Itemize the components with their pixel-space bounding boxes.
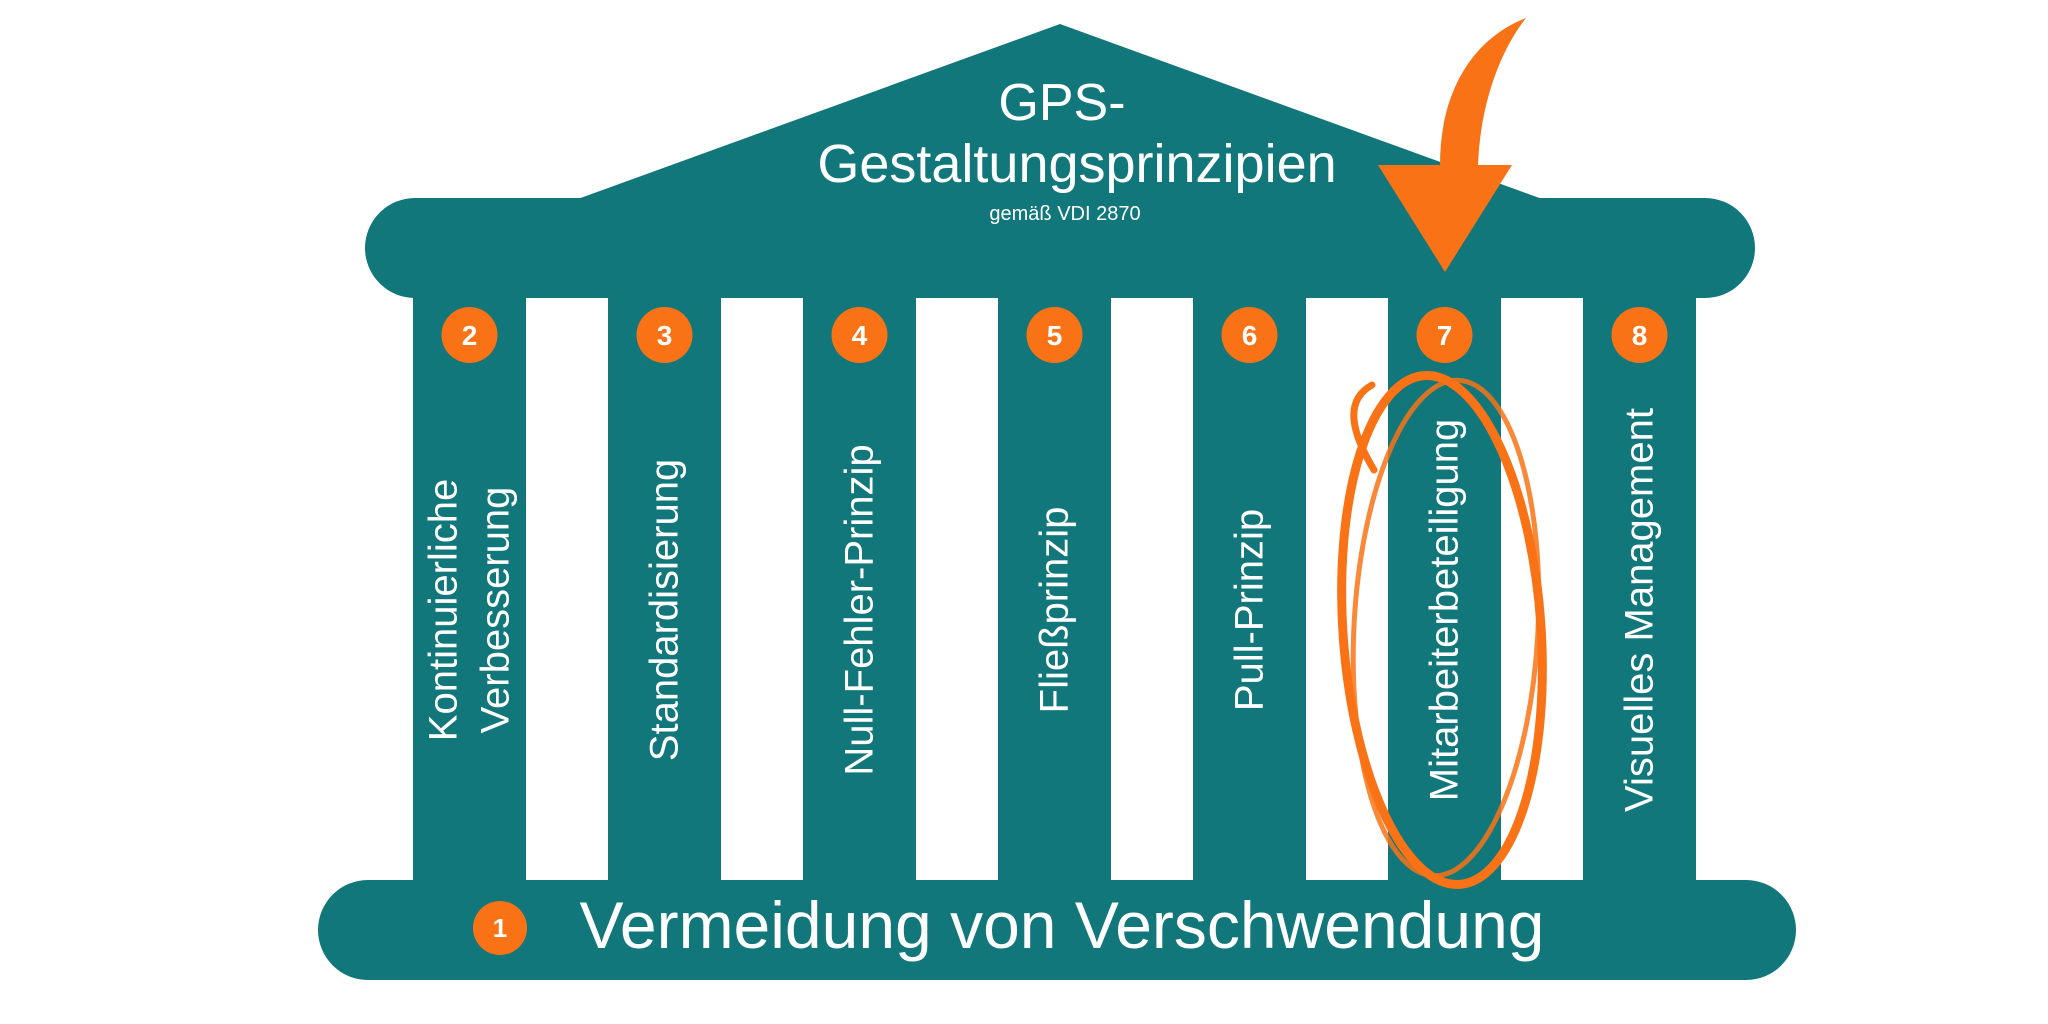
pillar-number: 7: [1437, 320, 1453, 351]
pillar-number-badge: [1611, 307, 1668, 363]
pillar-label: Standardisierung: [643, 459, 687, 761]
diagram-title-line1: GPS-: [998, 74, 1125, 132]
pillar-label: Mitarbeiterbeteiligung: [1423, 419, 1467, 801]
temple-base: [318, 880, 1796, 980]
pillar-column: [608, 295, 721, 885]
pillar-column: [998, 295, 1111, 885]
pillar-label: Null-Fehler-Prinzip: [838, 444, 882, 775]
pillar-number-badge: [1026, 307, 1083, 363]
pillar-label: Kontinuierliche: [422, 479, 466, 741]
pillar-number-badge: [441, 307, 498, 363]
diagram-title-line2: Gestaltungsprinzipien: [817, 134, 1336, 194]
pillar-label: Pull-Prinzip: [1228, 509, 1272, 711]
pointer-arrow-icon: [1378, 18, 1526, 272]
pillar-number: 2: [462, 320, 478, 351]
pillar-label: Visuelles Management: [1618, 408, 1662, 812]
pillar-column: [803, 295, 916, 885]
diagram-subtitle: gemäß VDI 2870: [989, 203, 1140, 225]
pillar-column: [1193, 295, 1306, 885]
base-number-badge: [473, 901, 527, 955]
temple-roof: [575, 24, 1545, 200]
temple-beam: [365, 198, 1755, 298]
pillar-number-badge: [831, 307, 888, 363]
pillar-number: 8: [1632, 320, 1648, 351]
pillar-number: 6: [1242, 320, 1258, 351]
pillar-number-badge: [1221, 307, 1278, 363]
pillar-column: [413, 295, 526, 885]
pillar-number: 4: [852, 320, 868, 351]
base-label: Vermeidung von Verschwendung: [580, 888, 1545, 962]
pillar-number-badge: [636, 307, 693, 363]
pillar-column: [1583, 295, 1696, 885]
pillar-label: Fließprinzip: [1033, 507, 1077, 714]
pillar-number-badge: [1416, 307, 1473, 363]
pillar-number: 5: [1047, 320, 1063, 351]
pillar-number: 3: [657, 320, 673, 351]
pillar-column: [1388, 295, 1501, 885]
highlight-circle: [1337, 371, 1547, 889]
base-number: 1: [493, 913, 507, 943]
pillar-label: Verbesserung: [474, 487, 518, 734]
